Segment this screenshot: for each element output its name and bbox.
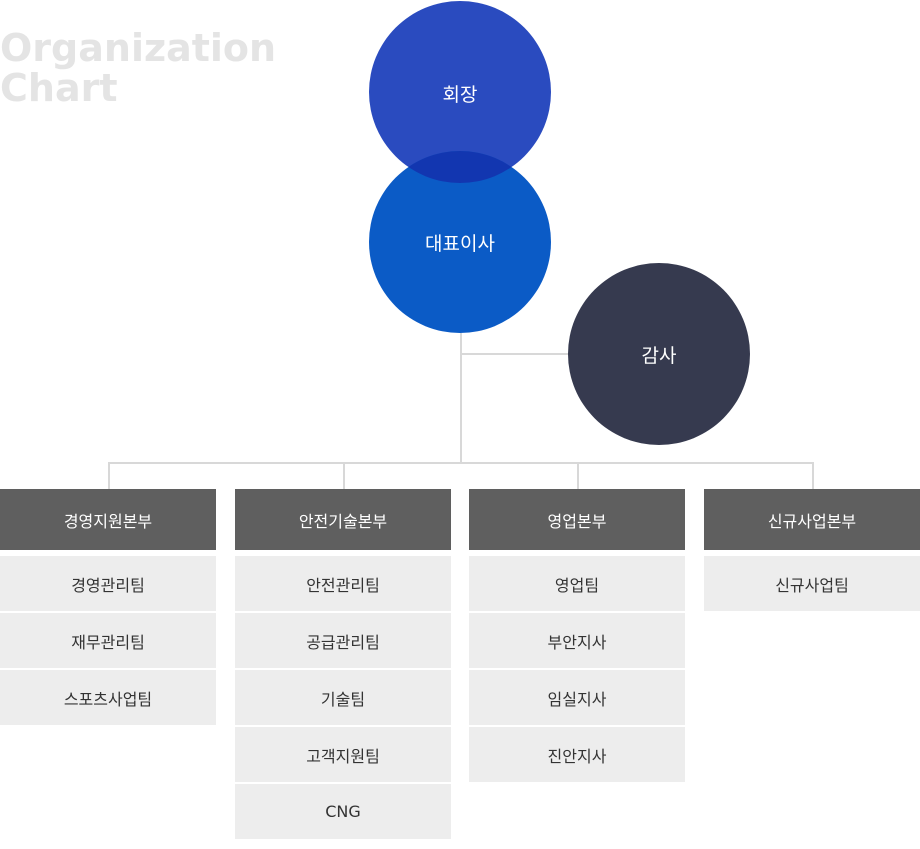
team-item: 임실지사 — [469, 670, 685, 725]
watermark-line-1: Organization — [0, 26, 277, 70]
team-item: 스포츠사업팀 — [0, 670, 216, 725]
chairman-label: 회장 — [442, 83, 478, 106]
connector-dept-4 — [812, 462, 814, 489]
team-item: 안전관리팀 — [235, 556, 451, 611]
ceo-node: 대표이사 — [369, 151, 551, 333]
department-column: 경영지원본부 경영관리팀 재무관리팀 스포츠사업팀 — [0, 489, 216, 727]
department-column: 신규사업본부 신규사업팀 — [704, 489, 920, 613]
team-item: 재무관리팀 — [0, 613, 216, 668]
connector-ceo-down — [460, 333, 462, 463]
team-list: 영업팀 부안지사 임실지사 진안지사 — [469, 556, 685, 782]
department-header: 경영지원본부 — [0, 489, 216, 550]
department-column: 안전기술본부 안전관리팀 공급관리팀 기술팀 고객지원팀 CNG — [235, 489, 451, 841]
team-item: 기술팀 — [235, 670, 451, 725]
team-item: 공급관리팀 — [235, 613, 451, 668]
connector-audit — [461, 353, 569, 355]
department-header: 신규사업본부 — [704, 489, 920, 550]
connector-dept-3 — [577, 462, 579, 489]
connector-dept-2 — [343, 462, 345, 489]
team-item: CNG — [235, 784, 451, 839]
ceo-label: 대표이사 — [425, 232, 495, 255]
team-list: 안전관리팀 공급관리팀 기술팀 고객지원팀 CNG — [235, 556, 451, 839]
team-item: 신규사업팀 — [704, 556, 920, 611]
team-item: 고객지원팀 — [235, 727, 451, 782]
team-list: 경영관리팀 재무관리팀 스포츠사업팀 — [0, 556, 216, 725]
connector-dept-1 — [108, 462, 110, 489]
team-list: 신규사업팀 — [704, 556, 920, 611]
audit-label: 감사 — [641, 344, 677, 367]
watermark-line-2: Chart — [0, 66, 118, 110]
watermark-title: Organization Chart — [0, 28, 276, 108]
team-item: 영업팀 — [469, 556, 685, 611]
audit-node: 감사 — [568, 263, 750, 445]
team-item: 경영관리팀 — [0, 556, 216, 611]
team-item: 부안지사 — [469, 613, 685, 668]
department-header: 안전기술본부 — [235, 489, 451, 550]
department-header: 영업본부 — [469, 489, 685, 550]
department-column: 영업본부 영업팀 부안지사 임실지사 진안지사 — [469, 489, 685, 784]
team-item: 진안지사 — [469, 727, 685, 782]
connector-horizontal — [108, 462, 814, 464]
